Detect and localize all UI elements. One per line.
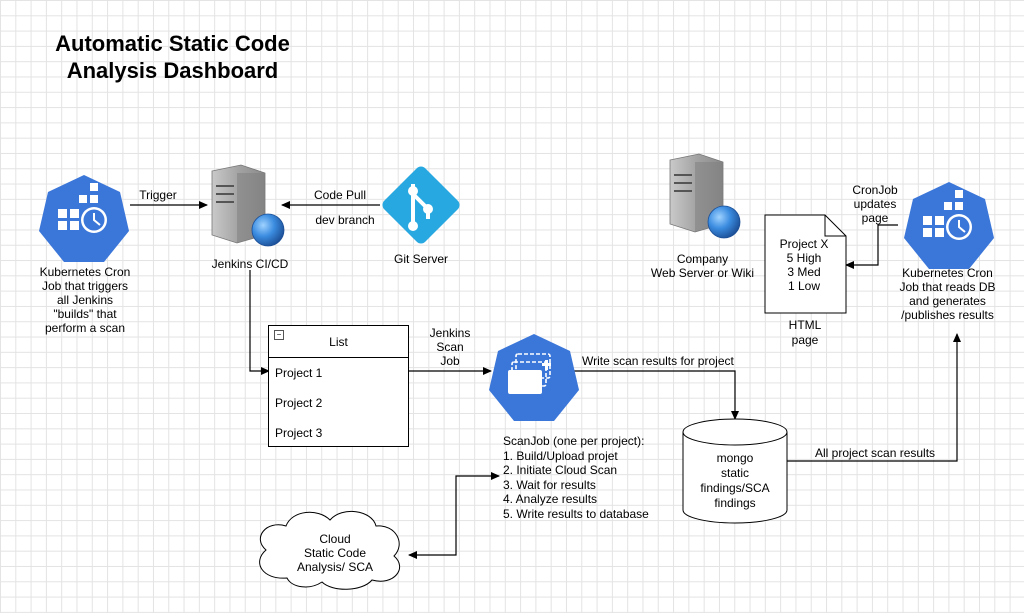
server-icon: [211, 164, 266, 244]
all-results-arrow: [785, 333, 961, 462]
kubernetes-cronjob-icon: [39, 175, 129, 262]
k8s-reader-label: Kubernetes Cron Job that reads DB and ge…: [899, 266, 996, 322]
git-server-label: Git Server: [393, 252, 448, 266]
k8s-trigger-label: Kubernetes Cron Job that triggers all Je…: [39, 265, 131, 335]
globe-icon: [251, 213, 285, 247]
mongo-label: mongo static findings/SCA findings: [700, 451, 770, 510]
page-title: Automatic Static Code Analysis Dashboard: [55, 31, 290, 83]
all-results-edge-label: All project scan results: [815, 446, 936, 460]
cloud-scanjob-arrow: [408, 472, 500, 559]
dev-branch-edge-label: dev branch: [315, 213, 375, 227]
html-page-content: Project X 5 High 3 Med 1 Low: [779, 237, 829, 293]
cron-updates-edge-label: CronJob updates page: [852, 183, 898, 225]
scanjob-notes-heading: ScanJob (one per project):: [503, 434, 645, 448]
database-icon: [682, 418, 788, 524]
scanjob-step: 5. Write results to database: [503, 506, 649, 521]
list-item[interactable]: Project 2: [275, 396, 323, 410]
cloud-icon: [259, 510, 400, 590]
jenkins-label: Jenkins CI/CD: [211, 257, 289, 271]
list-item[interactable]: Project 1: [275, 366, 323, 380]
trigger-edge-label: Trigger: [139, 188, 177, 202]
code-pull-edge-label: Code Pull: [313, 188, 367, 202]
scanjob-step: 2. Initiate Cloud Scan: [503, 463, 618, 477]
project-list: − List Project 1 Project 2 Project 3: [268, 325, 409, 447]
web-server-label: Company Web Server or Wiki: [650, 252, 755, 280]
write-results-arrow: [571, 370, 739, 420]
scanjob-step: 1. Build/Upload projet: [503, 448, 618, 463]
project-list-header: − List: [269, 326, 408, 358]
project-list-title: List: [329, 335, 348, 349]
git-icon: [382, 166, 460, 244]
scanjob-steps: 1. Build/Upload projet 2. Initiate Cloud…: [503, 449, 649, 522]
list-item[interactable]: Project 3: [275, 426, 323, 440]
jenkins-to-list-arrow: [249, 270, 270, 375]
scanjob-step: 3. Wait for results: [503, 477, 596, 492]
cloud-label: Cloud Static Code Analysis/ SCA: [296, 532, 374, 574]
scanjob-step: 4. Analyze results: [503, 492, 598, 506]
scan-job-label: Jenkins Scan Job: [429, 326, 471, 368]
scanjob-notes: ScanJob (one per project): 1. Build/Uplo…: [503, 434, 649, 521]
kubernetes-cronjob-icon: [904, 182, 994, 269]
kubernetes-job-icon: [489, 334, 579, 421]
html-page-label: HTML page: [788, 318, 822, 347]
write-results-edge-label: Write scan results for project: [582, 354, 734, 368]
collapse-icon[interactable]: −: [274, 330, 284, 340]
document-icon: [764, 214, 847, 314]
cron-updates-page-arrow: [845, 224, 898, 269]
globe-icon: [707, 205, 741, 239]
